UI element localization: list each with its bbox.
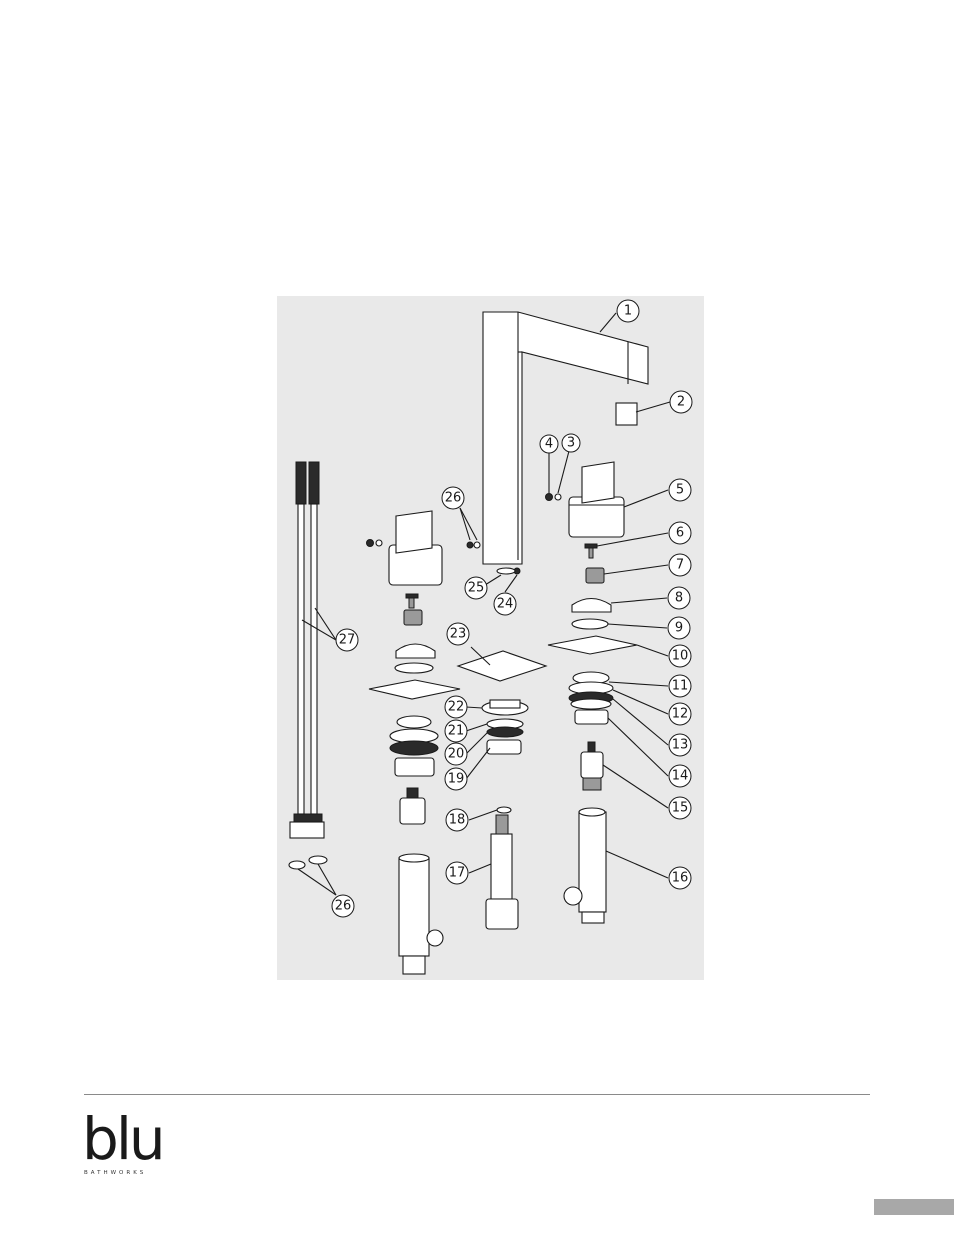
spring-part: [496, 806, 512, 814]
callout-1: 1: [616, 299, 640, 323]
center-o-ring-part: [496, 567, 516, 575]
left-handle-part: [366, 510, 461, 975]
small-washer-part: [473, 541, 481, 549]
svg-text:15: 15: [672, 801, 689, 816]
base-plate-part: [547, 635, 638, 655]
svg-text:11: 11: [672, 679, 689, 694]
adapter-part: [585, 567, 605, 584]
callout-6: 6: [668, 521, 692, 545]
escutcheon-cap-part: [571, 597, 612, 613]
brand-logo: blu BATHWORKS: [82, 1110, 172, 1182]
svg-text:19: 19: [448, 772, 465, 787]
leader-lines: [297, 312, 671, 896]
page-number-tab: [874, 1199, 954, 1215]
brand-logo-text: blu: [82, 1105, 166, 1173]
small-screw-part: [466, 541, 474, 549]
mounting-stack-part: [568, 671, 614, 725]
callout-19: 19: [444, 767, 468, 791]
callout-21: 21: [444, 719, 468, 743]
spout-part: [482, 311, 649, 565]
callout-24: 24: [493, 592, 517, 616]
callout-25: 25: [464, 576, 488, 600]
callout-17: 17: [445, 861, 469, 885]
callout-16: 16: [668, 866, 692, 890]
callout-7: 7: [668, 553, 692, 577]
callout-11: 11: [668, 674, 692, 698]
svg-text:24: 24: [497, 597, 514, 612]
svg-text:9: 9: [675, 621, 683, 636]
callout-26-top: 26: [441, 486, 465, 510]
svg-text:13: 13: [672, 738, 689, 753]
svg-text:8: 8: [675, 591, 683, 606]
center-stack-part: [481, 699, 529, 755]
callout-12: 12: [668, 702, 692, 726]
svg-text:4: 4: [545, 437, 553, 452]
svg-text:3: 3: [567, 436, 575, 451]
hose-washer-part: [288, 860, 306, 870]
footer-divider: [84, 1094, 870, 1095]
callout-9: 9: [667, 616, 691, 640]
callout-27: 27: [335, 628, 359, 652]
callout-22: 22: [444, 695, 468, 719]
aerator-part: [615, 402, 638, 426]
callout-2: 2: [669, 390, 693, 414]
callout-3: 3: [561, 433, 581, 453]
valve-body-part: [563, 807, 607, 924]
callout-18: 18: [445, 808, 469, 832]
svg-text:16: 16: [672, 871, 689, 886]
svg-text:12: 12: [672, 707, 689, 722]
exploded-diagram-panel: 1 2 3 4 5 6 7 8 9 10 11 12 13 14 15 16 1…: [277, 296, 704, 980]
center-valve-part: [485, 814, 519, 930]
svg-text:2: 2: [677, 395, 685, 410]
callout-4: 4: [539, 434, 559, 454]
svg-text:21: 21: [448, 724, 465, 739]
svg-text:23: 23: [450, 627, 467, 642]
svg-text:10: 10: [672, 649, 689, 664]
svg-text:5: 5: [676, 483, 684, 498]
svg-text:7: 7: [676, 558, 684, 573]
o-ring-part: [571, 618, 609, 630]
callout-14: 14: [668, 764, 692, 788]
set-screw-part: [545, 493, 553, 501]
svg-text:18: 18: [449, 813, 466, 828]
supply-hoses-part: [289, 461, 325, 839]
faucet-exploded-diagram: 1 2 3 4 5 6 7 8 9 10 11 12 13 14 15 16 1…: [288, 299, 693, 975]
svg-text:26: 26: [335, 899, 352, 914]
callout-13: 13: [668, 733, 692, 757]
svg-text:1: 1: [624, 304, 632, 319]
right-handle-part: [568, 461, 625, 538]
brand-tagline: BATHWORKS: [84, 1170, 147, 1176]
svg-text:20: 20: [448, 747, 465, 762]
hose-washer-part: [308, 855, 328, 865]
svg-text:26: 26: [445, 491, 462, 506]
cartridge-part: [580, 741, 604, 791]
callout-15: 15: [668, 796, 692, 820]
svg-text:22: 22: [448, 700, 465, 715]
center-plate-part: [456, 650, 548, 682]
svg-text:6: 6: [676, 526, 684, 541]
callout-5: 5: [668, 478, 692, 502]
svg-text:25: 25: [468, 581, 485, 596]
cap-part: [554, 493, 562, 501]
svg-text:27: 27: [339, 633, 356, 648]
handle-screw-part: [584, 543, 598, 559]
callout-10: 10: [668, 644, 692, 668]
svg-text:17: 17: [449, 866, 466, 881]
callout-8: 8: [667, 586, 691, 610]
callout-23: 23: [446, 622, 470, 646]
callout-26-bottom: 26: [331, 894, 355, 918]
callout-20: 20: [444, 742, 468, 766]
svg-text:14: 14: [672, 769, 689, 784]
